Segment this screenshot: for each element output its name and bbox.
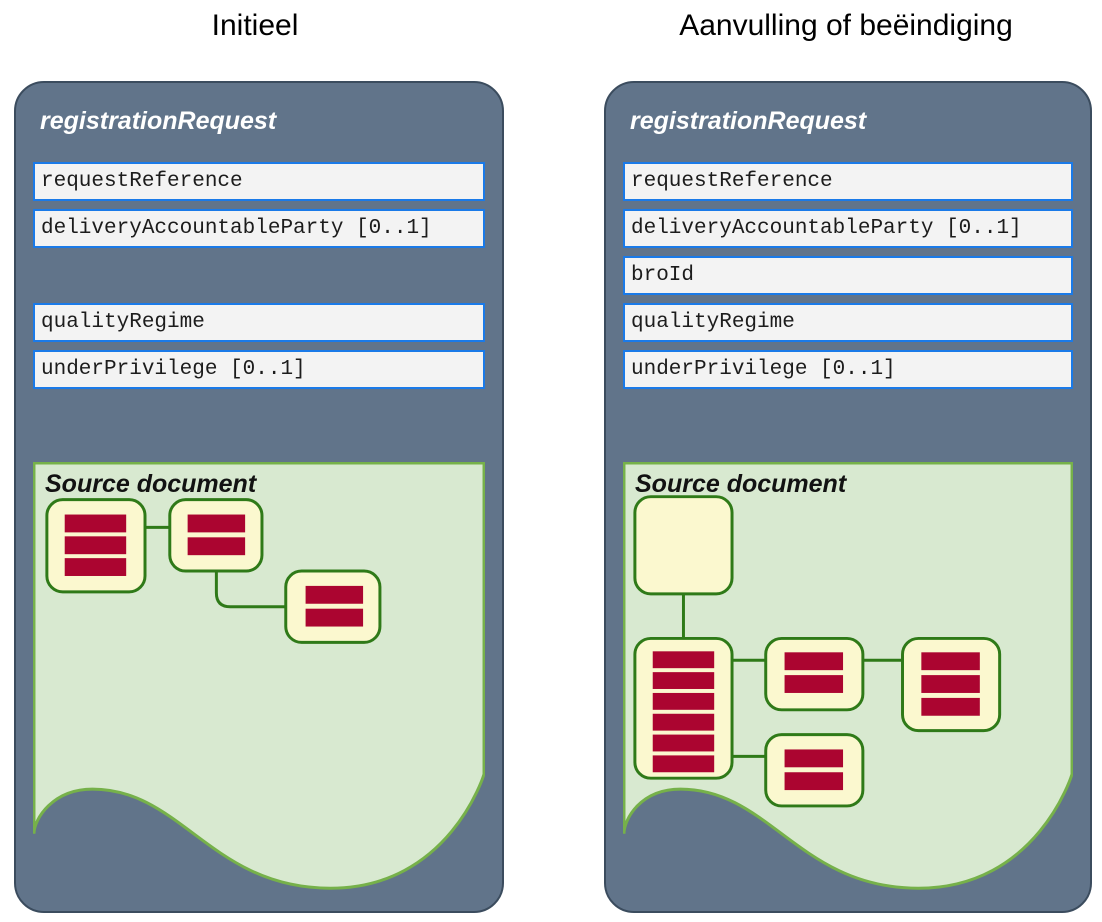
tree-node-bar <box>652 755 715 773</box>
tree-node-box <box>633 495 734 596</box>
source-tree-left <box>33 462 485 911</box>
tree-edge-group <box>145 525 286 609</box>
tree-node[interactable] <box>901 636 1002 733</box>
tree-node-bar <box>187 514 246 533</box>
source-tree-right <box>623 462 1073 911</box>
tree-node[interactable] <box>764 636 865 712</box>
tree-node-bar <box>921 697 980 716</box>
tree-node[interactable] <box>764 733 865 808</box>
field-row[interactable]: deliveryAccountableParty [0..1] <box>33 209 485 248</box>
field-row[interactable]: underPrivilege [0..1] <box>33 350 485 389</box>
source-document-shape-left <box>33 462 485 890</box>
panel-initieel: registrationRequest requestReference del… <box>14 81 504 913</box>
field-row[interactable]: broId <box>623 256 1073 295</box>
panel-aanvulling: registrationRequest requestReference del… <box>604 81 1092 913</box>
tree-node-bar <box>305 608 364 627</box>
panel-title-left: registrationRequest <box>40 107 277 135</box>
tree-node-bar <box>64 558 127 576</box>
field-row[interactable]: qualityRegime <box>623 303 1073 342</box>
tree-node-bar <box>652 672 715 689</box>
tree-node[interactable] <box>168 498 264 573</box>
tree-node-box <box>764 733 865 808</box>
field-row[interactable]: requestReference <box>33 162 485 201</box>
tree-node-bar <box>784 652 844 671</box>
tree-node-bar <box>784 749 844 768</box>
field-list-right: requestReference deliveryAccountablePart… <box>623 162 1073 397</box>
field-row[interactable]: qualityRegime <box>33 303 485 342</box>
tree-node-bar <box>921 652 980 671</box>
tree-node[interactable] <box>633 636 734 780</box>
column-title-initieel: Initieel <box>211 9 299 42</box>
tree-node-box <box>168 498 264 573</box>
field-list-left: requestReference deliveryAccountablePart… <box>33 162 485 397</box>
tree-node-box <box>284 569 382 644</box>
tree-node-bar <box>652 734 715 752</box>
tree-node[interactable] <box>284 569 382 644</box>
tree-node-bar <box>64 514 127 533</box>
field-row[interactable]: underPrivilege [0..1] <box>623 350 1073 389</box>
column-title-aanvulling: Aanvulling of beëindiging <box>679 9 1013 42</box>
tree-node-bar <box>784 675 844 693</box>
field-row-placeholder <box>33 256 485 295</box>
field-row[interactable]: requestReference <box>623 162 1073 201</box>
tree-node-bar <box>652 692 715 710</box>
tree-edge-group <box>681 593 903 758</box>
tree-edge-b-c <box>214 571 286 609</box>
panel-title-right: registrationRequest <box>630 107 867 135</box>
tree-node-box <box>764 636 865 712</box>
tree-node[interactable] <box>633 495 734 596</box>
tree-node-bar <box>305 585 364 604</box>
tree-node-bar <box>652 713 715 731</box>
tree-node-bar <box>652 651 715 669</box>
tree-node-bar <box>64 536 127 555</box>
source-document-right: Source document <box>623 462 1073 911</box>
tree-node-bar <box>921 675 980 693</box>
tree-node[interactable] <box>45 498 147 594</box>
tree-node-bar <box>784 772 844 791</box>
source-document-left: Source document <box>33 462 485 911</box>
tree-node-bar <box>187 537 246 556</box>
field-row[interactable]: deliveryAccountableParty [0..1] <box>623 209 1073 248</box>
